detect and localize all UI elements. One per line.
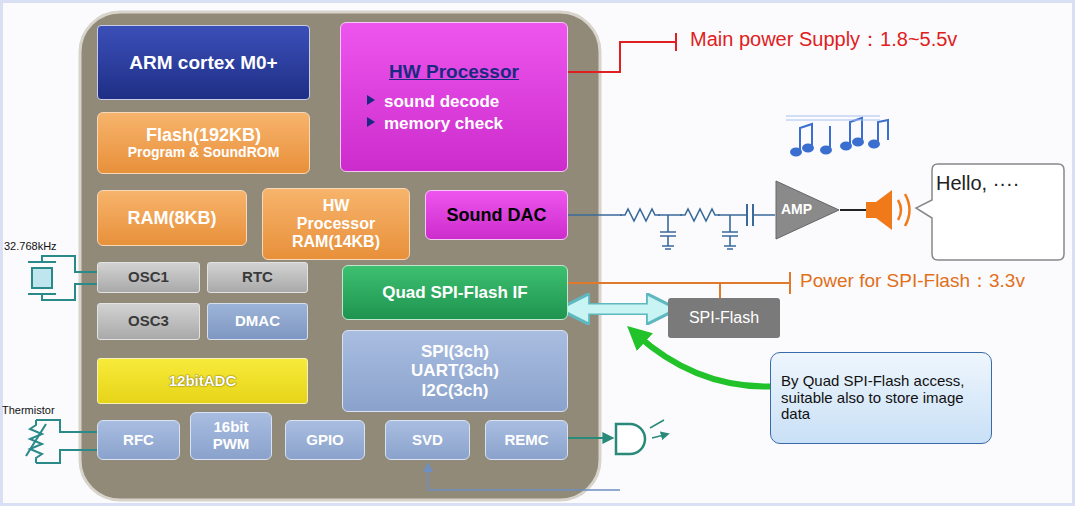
block-title: SVD bbox=[412, 432, 443, 449]
block-text: Program & SoundROM bbox=[128, 145, 280, 161]
block-title: 16bit PWM bbox=[201, 419, 261, 453]
hw-ram-block: HW Processor RAM(14KB) bbox=[262, 188, 410, 260]
amplifier: AMP bbox=[775, 180, 840, 240]
block-title: HW Processor RAM(14KB) bbox=[285, 197, 387, 251]
crystal-label: 32.768kHz bbox=[4, 240, 57, 252]
cpu-block: ARM cortex M0+ bbox=[97, 25, 310, 100]
adc-block: 12bitADC bbox=[97, 358, 308, 404]
block-title: SPI(3ch) bbox=[421, 342, 489, 361]
block-title: RTC bbox=[242, 269, 273, 286]
speech-bubble: Hello, ···· bbox=[918, 160, 1066, 264]
ram-block: RAM(8KB) bbox=[97, 190, 247, 246]
block-title: By Quad SPI-Flash access, suitable also … bbox=[781, 373, 981, 423]
gpio-block: GPIO bbox=[285, 420, 365, 460]
rfc-block: RFC bbox=[97, 420, 180, 460]
pwm-block: 16bit PWM bbox=[190, 412, 272, 460]
callout-arrow bbox=[636, 334, 782, 387]
osc-block: OSC1 bbox=[97, 262, 200, 293]
block-title: SPI-Flash bbox=[689, 309, 759, 327]
osc-block: OSC3 bbox=[97, 303, 200, 340]
block-text: memory check bbox=[384, 114, 503, 133]
block-title: OSC1 bbox=[128, 269, 169, 286]
svd-block: SVD bbox=[385, 420, 470, 460]
block-title: HW Processor bbox=[389, 61, 519, 82]
block-text: I2C(3ch) bbox=[421, 381, 488, 400]
block-title: Flash(192KB) bbox=[146, 125, 261, 145]
resistor-symbol bbox=[620, 209, 720, 221]
bus-arrow bbox=[571, 303, 665, 315]
block-title: Hello, ···· bbox=[936, 172, 1019, 194]
block-title: RAM(8KB) bbox=[128, 208, 217, 228]
flash-block: Flash(192KB)Program & SoundROM bbox=[97, 112, 310, 174]
bullet-mark bbox=[367, 117, 375, 127]
rtc-block: RTC bbox=[207, 262, 308, 293]
power-label: Power for SPI-Flash：3.3v bbox=[800, 268, 1025, 294]
remc-block: REMC bbox=[485, 420, 568, 460]
qspi-block: Quad SPI-Flash IF bbox=[342, 265, 568, 320]
bullet-mark bbox=[367, 95, 375, 105]
block-title: REMC bbox=[504, 432, 548, 449]
capacitor-symbol bbox=[660, 204, 753, 249]
block-title: ARM cortex M0+ bbox=[129, 52, 277, 73]
signal-wire bbox=[568, 214, 775, 216]
dma-block: DMAC bbox=[207, 303, 308, 340]
serial-block: SPI(3ch)UART(3ch)I2C(3ch) bbox=[342, 330, 568, 412]
bullet-row: sound decode bbox=[367, 92, 499, 111]
block-title: DMAC bbox=[235, 313, 280, 330]
thermistor-label: Thermistor bbox=[2, 404, 55, 416]
block-title: GPIO bbox=[306, 432, 344, 449]
callout-box: By Quad SPI-Flash access, suitable also … bbox=[770, 352, 992, 444]
block-text: UART(3ch) bbox=[411, 361, 499, 380]
block-title: Quad SPI-Flash IF bbox=[382, 283, 527, 302]
led-symbol bbox=[616, 424, 645, 454]
bus-arrow-fill bbox=[585, 305, 651, 314]
spi-flash-chip: SPI-Flash bbox=[668, 298, 780, 338]
block-title: AMP bbox=[781, 202, 812, 218]
music-notes bbox=[786, 116, 888, 156]
power-label: Main power Supply：1.8~5.5v bbox=[690, 26, 957, 53]
dac-block: Sound DAC bbox=[425, 190, 568, 240]
thermistor-symbol bbox=[26, 420, 97, 463]
block-title: Sound DAC bbox=[447, 205, 547, 225]
bullet-row: memory check bbox=[367, 114, 503, 133]
block-text: sound decode bbox=[384, 92, 499, 111]
speaker-icon bbox=[866, 190, 910, 230]
svd-input-wire bbox=[428, 464, 620, 490]
chip-package bbox=[80, 12, 600, 500]
crystal-symbol bbox=[28, 256, 97, 300]
power-wire bbox=[568, 283, 790, 298]
hw-processor-block: HW Processor sound decode memory check bbox=[340, 22, 568, 172]
block-title: 12bitADC bbox=[169, 373, 237, 390]
power-wire bbox=[568, 42, 676, 72]
block-title: RFC bbox=[123, 432, 154, 449]
block-title: OSC3 bbox=[128, 313, 169, 330]
